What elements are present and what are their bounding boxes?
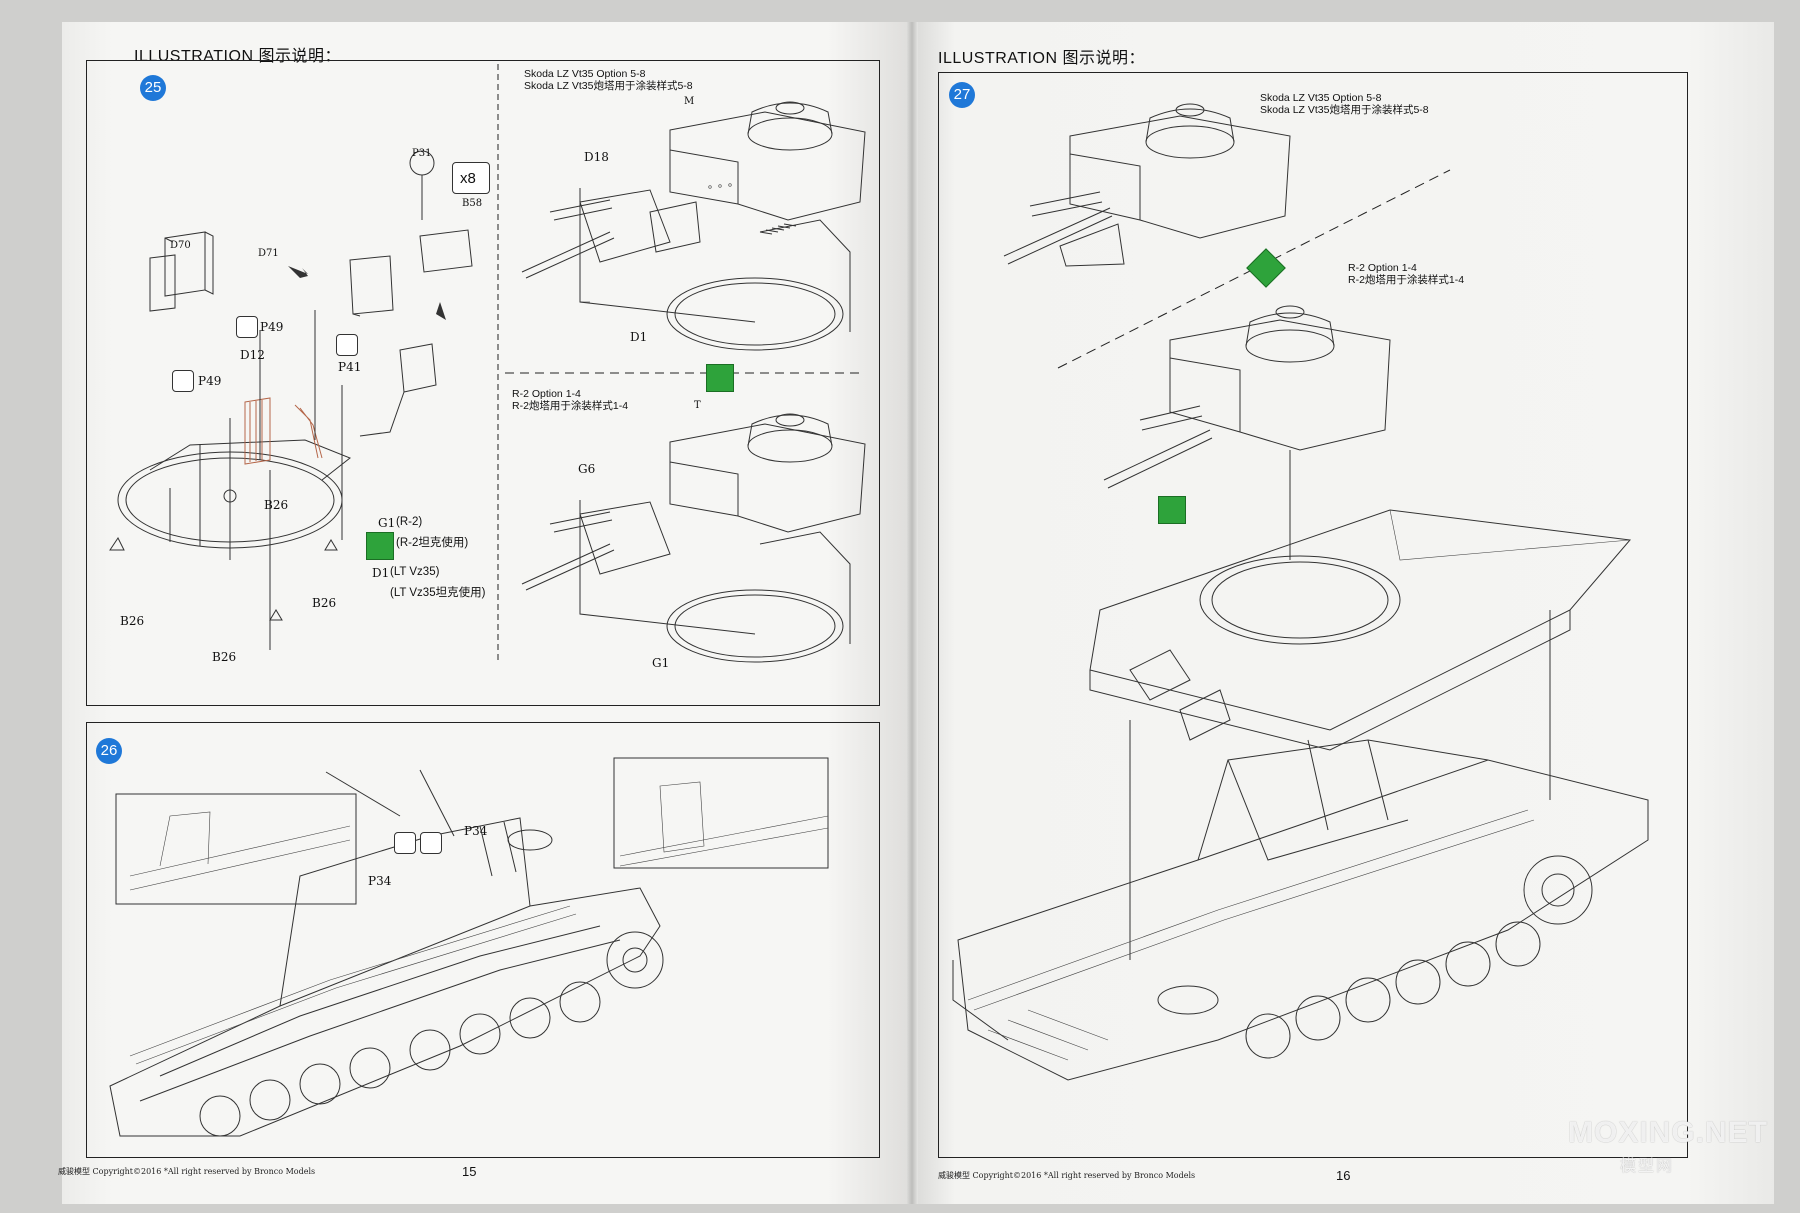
step-27-caption-en: Skoda LZ Vt35 Option 5-8 — [1260, 92, 1382, 104]
step-25-ring-drawing — [109, 150, 473, 650]
label-b26-left: B26 — [120, 614, 145, 628]
glue-icon — [420, 832, 442, 854]
hull-top-drawing — [1089, 509, 1631, 960]
left-footer-copyright: 威骏模型 Copyright©2016 *All right reserved … — [58, 1167, 316, 1176]
step-25-badge: 25 — [140, 75, 166, 101]
step-25-frame — [86, 60, 880, 706]
label-d1-note: (LT Vz35) — [390, 566, 440, 578]
right-page-header: ILLUSTRATION 图示说明： — [938, 50, 1145, 67]
label-b26-right: B26 — [312, 596, 337, 610]
turret-lz-vt35-drawing — [521, 101, 866, 351]
label-d70: D70 — [170, 240, 191, 251]
glue-icon — [236, 316, 258, 338]
label-p49-top: P49 — [260, 320, 284, 334]
label-d71: D71 — [258, 248, 279, 259]
lower-hull-drawing — [952, 739, 1649, 1081]
x8-quantity-box: x8 — [452, 162, 490, 194]
label-d1: D1 — [372, 566, 390, 580]
label-p34-left: P34 — [368, 874, 392, 888]
glue-icon — [394, 832, 416, 854]
label-d12: D12 — [240, 348, 265, 362]
label-b58: B58 — [462, 198, 483, 209]
label-d18: D18 — [584, 150, 609, 164]
step-27-option-cn: R-2炮塔用于涂装样式1-4 — [1348, 274, 1465, 286]
option-icon — [706, 364, 734, 392]
right-page — [912, 22, 1774, 1204]
step-27-caption-cn: Skoda LZ Vt35炮塔用于涂装样式5-8 — [1260, 104, 1429, 116]
glue-icon — [336, 334, 358, 356]
turret-mid-drawing — [1103, 305, 1391, 560]
step-27-frame — [938, 72, 1688, 1158]
label-g1-note: (R-2) — [396, 516, 423, 528]
step-25-caption-en: Skoda LZ Vt35 Option 5-8 — [524, 68, 646, 80]
step-25-caption-cn: Skoda LZ Vt35炮塔用于涂装样式5-8 — [524, 80, 693, 92]
option-icon — [366, 532, 394, 560]
label-g1-note-cn: (R-2坦克使用) — [396, 537, 469, 549]
step-26-frame — [86, 722, 880, 1158]
label-x8: x8 — [460, 170, 476, 187]
label-b26-bottom: B26 — [212, 650, 237, 664]
step-27-badge: 27 — [949, 82, 975, 108]
step-27-option-en: R-2 Option 1-4 — [1348, 262, 1417, 274]
label-p49-left: P49 — [198, 374, 222, 388]
watermark-logo: MOXING.NET — [1568, 1116, 1769, 1149]
label-g6: G6 — [578, 462, 596, 476]
turret-top-drawing — [1003, 103, 1291, 267]
step-25-option-cn: R-2炮塔用于涂装样式1-4 — [512, 400, 629, 412]
label-b26-center: B26 — [264, 498, 289, 512]
label-m: M — [684, 96, 695, 107]
label-p31: P31 — [412, 148, 432, 159]
label-t: T — [694, 400, 701, 411]
watermark-sub: 模型网 — [1620, 1158, 1675, 1175]
step-26-badge: 26 — [96, 738, 122, 764]
left-page-number: 15 — [462, 1164, 477, 1179]
label-g1-turret: G1 — [652, 656, 670, 670]
label-d1-turret: D1 — [630, 330, 648, 344]
label-d1-note-cn: (LT Vz35坦克使用) — [390, 587, 486, 599]
glue-icon — [172, 370, 194, 392]
label-g1: G1 — [378, 516, 396, 530]
left-page — [62, 22, 912, 1204]
right-footer-copyright: 威骏模型 Copyright©2016 *All right reserved … — [938, 1171, 1196, 1180]
label-p41: P41 — [338, 360, 362, 374]
turret-r2-drawing — [521, 413, 866, 663]
step-25-option-en: R-2 Option 1-4 — [512, 388, 581, 400]
book-spine — [906, 22, 918, 1204]
no-option-icon — [1158, 496, 1186, 524]
label-p34-top: P34 — [464, 824, 488, 838]
right-page-number: 16 — [1336, 1168, 1351, 1183]
